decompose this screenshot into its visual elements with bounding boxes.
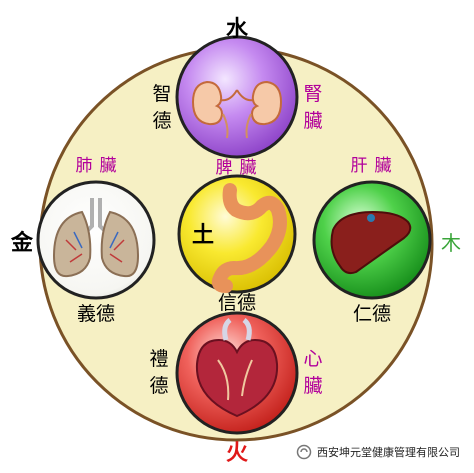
organ-lung-2: 臟 — [100, 156, 117, 176]
element-earth: 土 — [192, 223, 214, 248]
virtue-propriety-2: 德 — [149, 375, 168, 397]
organ-spleen-1: 脾 — [216, 158, 233, 178]
fire-node — [175, 311, 299, 435]
virtue-righteousness: 義德 — [77, 303, 115, 325]
wood-node — [312, 180, 432, 300]
heart-icon — [195, 318, 279, 418]
earth-node — [177, 174, 297, 294]
organ-kidney-2: 臟 — [303, 110, 322, 132]
element-water: 水 — [226, 17, 249, 42]
lungs-icon — [52, 198, 140, 278]
virtue-propriety-1: 禮 — [149, 348, 168, 370]
virtue-wisdom-1: 智 — [152, 83, 171, 105]
organ-heart-2: 臟 — [303, 375, 322, 397]
element-wood: 木 — [441, 231, 461, 255]
kidney-icon — [191, 80, 283, 139]
virtue-trust: 信德 — [218, 292, 256, 314]
watermark: 西安坤元堂健康管理有限公司 — [296, 439, 472, 465]
virtue-wisdom-2: 德 — [152, 110, 171, 132]
element-metal: 金 — [10, 230, 34, 256]
virtue-benevolence: 仁德 — [353, 303, 391, 325]
organ-kidney-1: 腎 — [303, 83, 322, 105]
organ-liver-1: 肝 — [351, 156, 368, 176]
organ-lung-1: 肺 — [76, 156, 93, 176]
organ-spleen-2: 臟 — [240, 158, 257, 178]
stomach-icon — [211, 183, 287, 293]
element-fire: 火 — [226, 441, 248, 466]
liver-icon — [330, 210, 412, 275]
water-node — [175, 35, 299, 159]
organ-heart-1: 心 — [303, 348, 322, 370]
wechat-official-account-icon — [296, 444, 312, 460]
watermark-text: 西安坤元堂健康管理有限公司 — [317, 446, 460, 459]
organ-liver-2: 臟 — [375, 156, 392, 176]
metal-node — [36, 180, 156, 300]
